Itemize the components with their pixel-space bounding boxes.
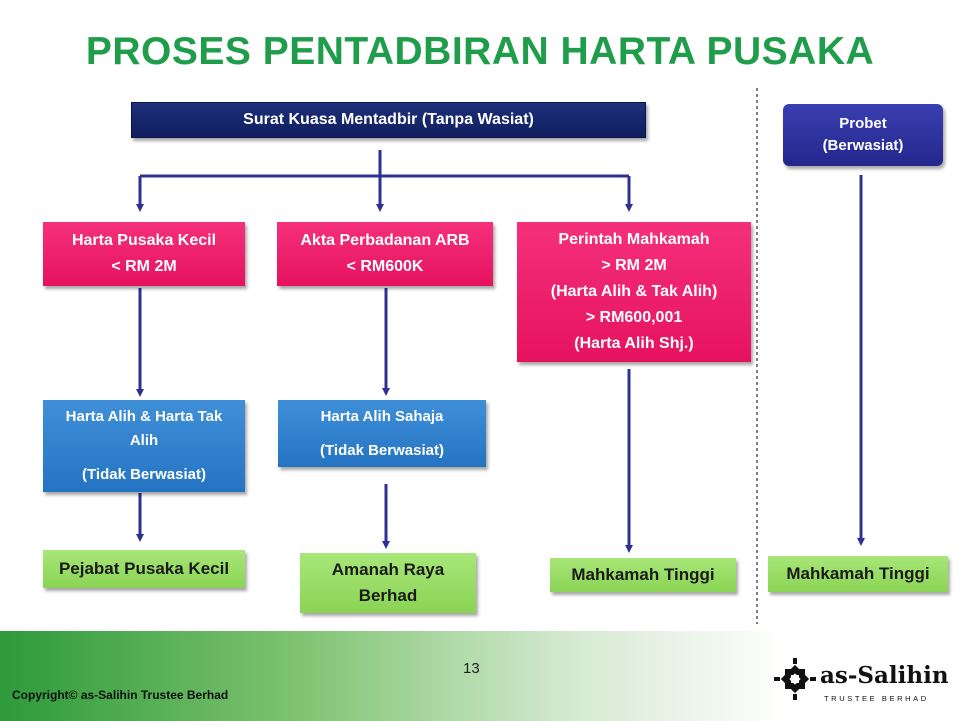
harta-pusaka-kecil-label: Harta Pusaka Kecil bbox=[71, 232, 217, 249]
harta-alih-sahaja-box: Harta Alih Sahaja (Tidak Berwasiat) bbox=[278, 400, 486, 467]
mahkamah-tinggi-label-2: Mahkamah Tinggi bbox=[786, 564, 930, 583]
harta-pusaka-kecil-box: Harta Pusaka Kecil < RM 2M bbox=[43, 222, 245, 286]
surat-kuasa-box: Surat Kuasa Mentadbir (Tanpa Wasiat) bbox=[131, 102, 646, 138]
mahkamah-tinggi-label-1: Mahkamah Tinggi bbox=[571, 565, 715, 584]
page-title: PROSES PENTADBIRAN HARTA PUSAKA bbox=[85, 30, 875, 73]
perintah-mahkamah-box: Perintah Mahkamah > RM 2M (Harta Alih & … bbox=[517, 222, 751, 362]
harta-alih-tak-alih-label-cont: Alih bbox=[129, 432, 159, 449]
pejabat-pusaka-kecil-box: Pejabat Pusaka Kecil bbox=[43, 550, 245, 588]
harta-alih-tak-alih-box: Harta Alih & Harta Tak Alih (Tidak Berwa… bbox=[43, 400, 245, 492]
amanah-raya-label: Amanah Raya bbox=[331, 560, 445, 579]
akta-arb-label: Akta Perbadanan ARB bbox=[300, 232, 470, 249]
probet-sublabel: (Berwasiat) bbox=[822, 137, 904, 154]
probet-box: Probet (Berwasiat) bbox=[783, 104, 943, 166]
logo-subtitle: TRUSTEE BERHAD bbox=[824, 694, 929, 703]
akta-arb-threshold: < RM600K bbox=[346, 258, 424, 275]
page-number: 13 bbox=[463, 660, 480, 677]
harta-alih-tak-alih-label: Harta Alih & Harta Tak bbox=[65, 408, 223, 425]
mahkamah-tinggi-box-2: Mahkamah Tinggi bbox=[768, 556, 948, 592]
flow-connectors bbox=[136, 88, 865, 624]
pejabat-pusaka-kecil-label: Pejabat Pusaka Kecil bbox=[58, 559, 230, 578]
perintah-mahkamah-threshold-1: > RM 2M bbox=[601, 257, 667, 274]
copyright-text: Copyright© as-Salihin Trustee Berhad bbox=[12, 688, 229, 702]
amanah-raya-box: Amanah Raya Berhad bbox=[300, 553, 476, 613]
harta-alih-sahaja-note: (Tidak Berwasiat) bbox=[320, 441, 444, 459]
logo-name: as-Salihin bbox=[820, 662, 949, 689]
akta-arb-box: Akta Perbadanan ARB < RM600K bbox=[277, 222, 493, 286]
amanah-raya-label-cont: Berhad bbox=[358, 586, 418, 605]
perintah-mahkamah-scope-1: (Harta Alih & Tak Alih) bbox=[550, 283, 718, 300]
as-salihin-logo: as-Salihin TRUSTEE BERHAD bbox=[774, 656, 949, 710]
perintah-mahkamah-threshold-2: > RM600,001 bbox=[585, 309, 683, 326]
mahkamah-tinggi-box-1: Mahkamah Tinggi bbox=[550, 558, 736, 592]
harta-pusaka-kecil-threshold: < RM 2M bbox=[111, 258, 177, 275]
harta-alih-sahaja-label: Harta Alih Sahaja bbox=[320, 407, 444, 425]
probet-label: Probet bbox=[839, 115, 887, 132]
star-emblem-icon bbox=[774, 658, 816, 700]
surat-kuasa-label: Surat Kuasa Mentadbir (Tanpa Wasiat) bbox=[243, 111, 534, 128]
harta-alih-tak-alih-note: (Tidak Berwasiat) bbox=[82, 466, 206, 483]
perintah-mahkamah-scope-2: (Harta Alih Shj.) bbox=[574, 335, 694, 352]
perintah-mahkamah-label: Perintah Mahkamah bbox=[558, 231, 710, 248]
